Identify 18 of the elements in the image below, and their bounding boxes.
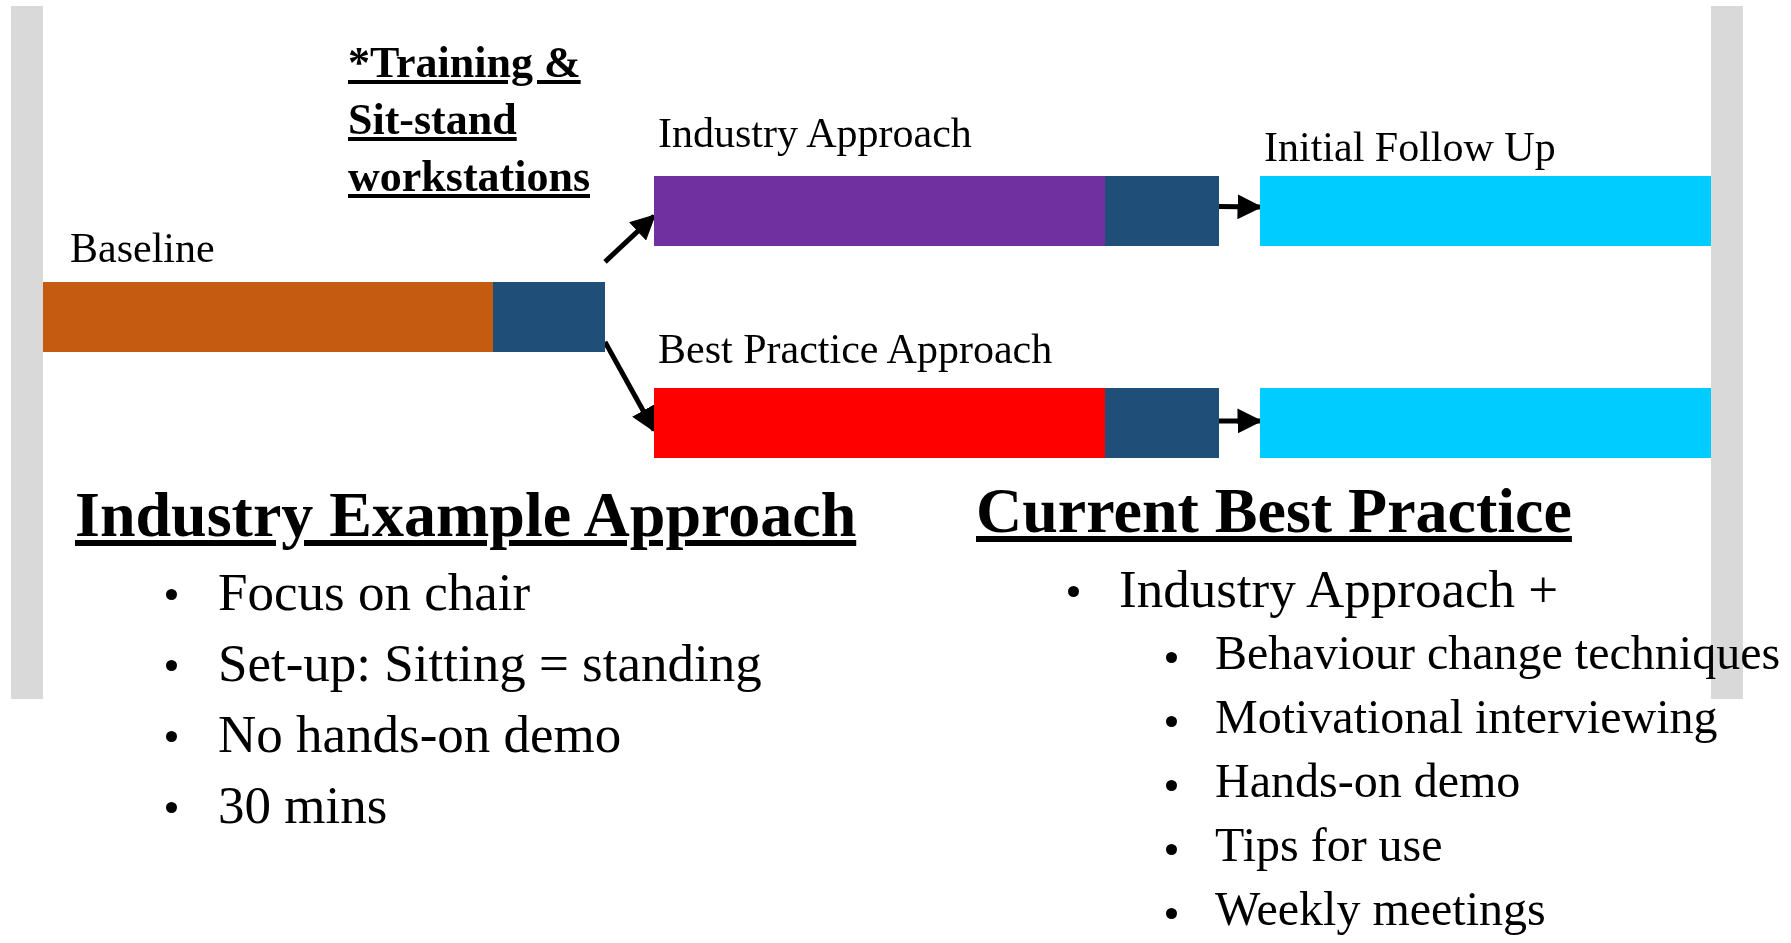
heading: Current Best Practice xyxy=(976,474,1572,548)
bullet-item: Industry Approach + xyxy=(1119,559,1559,620)
bullet-item: Hands-on demo xyxy=(1215,756,1521,807)
bar-label: Industry Approach xyxy=(658,110,972,157)
bullet-item: Behaviour change techniques xyxy=(1215,628,1781,679)
bullet-item: No hands-on demo xyxy=(218,704,622,765)
bullet-item: Set-up: Sitting = standing xyxy=(218,633,762,694)
bullet-item: Tips for use xyxy=(1215,820,1443,871)
bullet-item: Motivational interviewing xyxy=(1215,692,1718,743)
bar-label: Initial Follow Up xyxy=(1264,124,1556,171)
bullet-item: Weekly meetings xyxy=(1215,884,1546,935)
bullet-item: Focus on chair xyxy=(218,562,531,623)
heading: *Training & Sit-stand workstations xyxy=(348,37,592,204)
arrow xyxy=(603,214,656,264)
bar-label: Baseline xyxy=(70,225,215,272)
heading: Industry Example Approach xyxy=(75,478,857,552)
bar-label: Best Practice Approach xyxy=(658,326,1053,373)
bullet-item: 30 mins xyxy=(218,775,388,836)
